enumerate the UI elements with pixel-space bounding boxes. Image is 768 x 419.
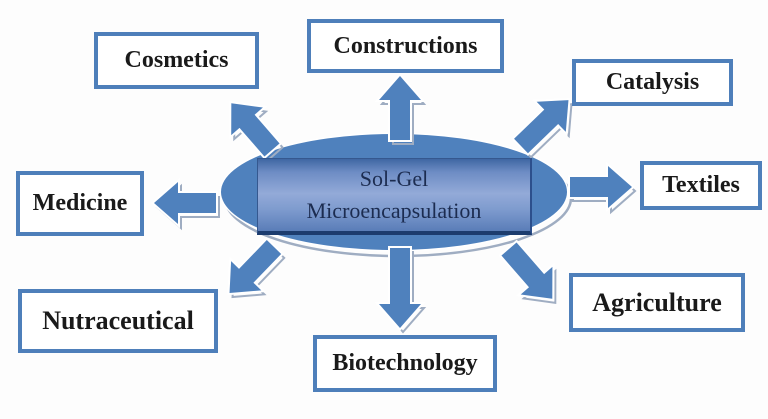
arrow-down-icon xyxy=(374,246,427,334)
node-agriculture-label: Agriculture xyxy=(592,287,722,317)
node-agriculture: Agriculture xyxy=(569,273,745,332)
node-constructions-label: Constructions xyxy=(333,32,478,59)
node-textiles-label: Textiles xyxy=(662,172,740,198)
node-catalysis: Catalysis xyxy=(572,59,733,106)
node-cosmetics: Cosmetics xyxy=(94,32,259,89)
center-label-line2: Microencapsulation xyxy=(306,198,482,223)
arrow-lower-right-icon xyxy=(498,239,557,304)
node-nutraceutical: Nutraceutical xyxy=(18,289,218,353)
node-nutraceutical-label: Nutraceutical xyxy=(42,306,194,335)
node-biotechnology: Biotechnology xyxy=(313,335,497,392)
center-label-line1: Sol-Gel xyxy=(359,166,429,191)
arrow-upper-right-icon xyxy=(511,98,573,159)
node-textiles: Textiles xyxy=(640,161,762,210)
node-biotechnology-label: Biotechnology xyxy=(332,350,478,376)
node-constructions: Constructions xyxy=(307,19,504,73)
node-cosmetics-label: Cosmetics xyxy=(124,47,229,73)
arrow-up-icon xyxy=(374,72,427,145)
node-catalysis-label: Catalysis xyxy=(605,69,700,95)
arrow-lower-left-icon xyxy=(227,237,286,299)
arrow-right-icon xyxy=(568,161,637,215)
center-node: Sol-Gel Microencapsulation xyxy=(257,158,532,235)
node-medicine-label: Medicine xyxy=(32,190,128,216)
arrow-left-icon xyxy=(150,177,220,231)
arrow-upper-left-icon xyxy=(229,100,284,162)
node-medicine: Medicine xyxy=(16,171,144,236)
